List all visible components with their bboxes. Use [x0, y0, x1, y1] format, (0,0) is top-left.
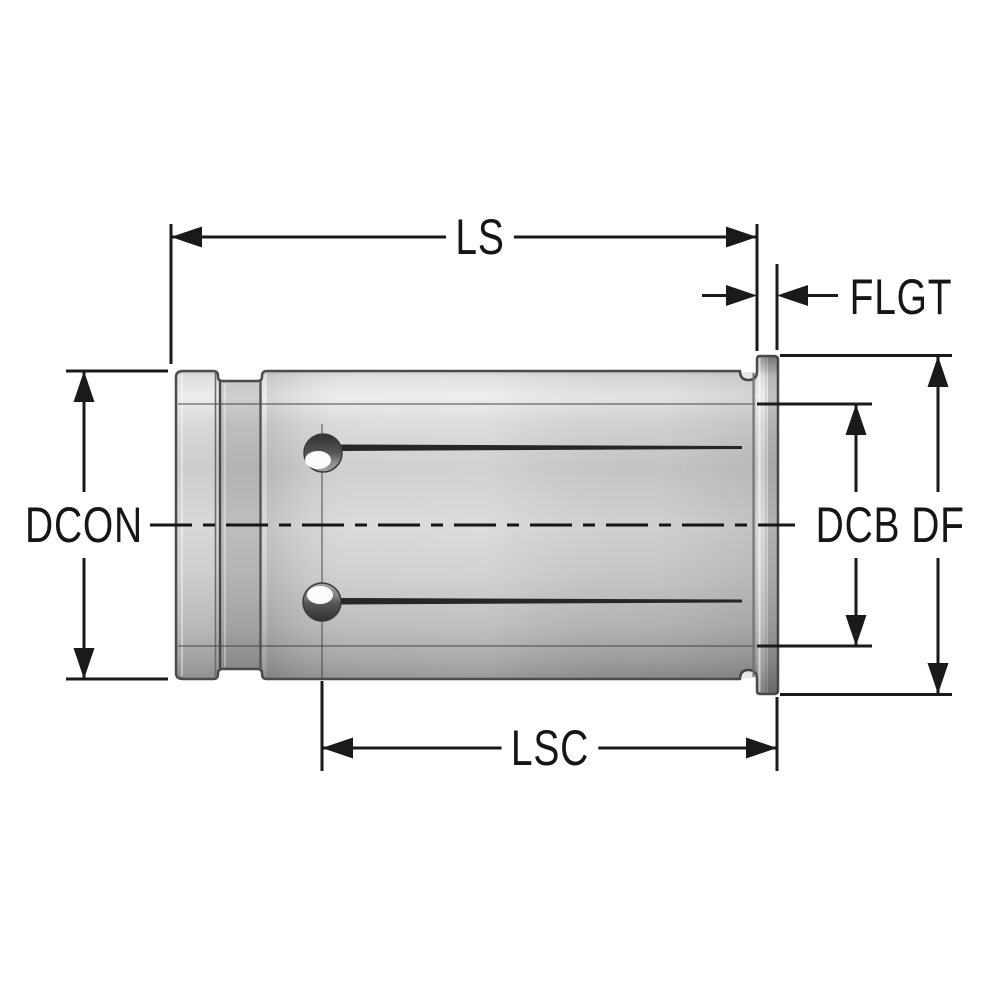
slit-top [340, 444, 742, 451]
dimension-label-dcon: DCON [21, 492, 147, 558]
collet-sleeve-part [174, 354, 780, 696]
df-arrow-top [927, 356, 949, 387]
hole-bottom-bore [307, 586, 333, 604]
ls-arrow-right [726, 226, 757, 248]
dimension-label-lsc: LSC [501, 721, 599, 775]
lsc-arrow-left [322, 737, 353, 759]
dimension-label-df: DF [907, 492, 969, 558]
dimension-label-dcb: DCB [811, 492, 905, 558]
dimension-flgt [702, 264, 838, 350]
dimension-label-ls: LS [446, 210, 514, 264]
ls-arrow-left [171, 226, 202, 248]
dimension-label-flgt: FLGT [844, 270, 958, 324]
df-arrow-bottom [927, 663, 949, 694]
dcb-arrow-bottom [845, 615, 867, 646]
hole-top [303, 433, 343, 473]
dcon-arrow-top [73, 371, 95, 402]
flgt-arrow-left [726, 285, 757, 306]
slit-bottom [339, 598, 742, 605]
lsc-arrow-right [746, 737, 777, 759]
dcon-arrow-bottom [73, 648, 95, 679]
dcb-arrow-top [845, 404, 867, 435]
hole-top-bore [305, 451, 331, 469]
hole-bottom [302, 582, 342, 622]
flgt-arrow-right [777, 285, 808, 306]
